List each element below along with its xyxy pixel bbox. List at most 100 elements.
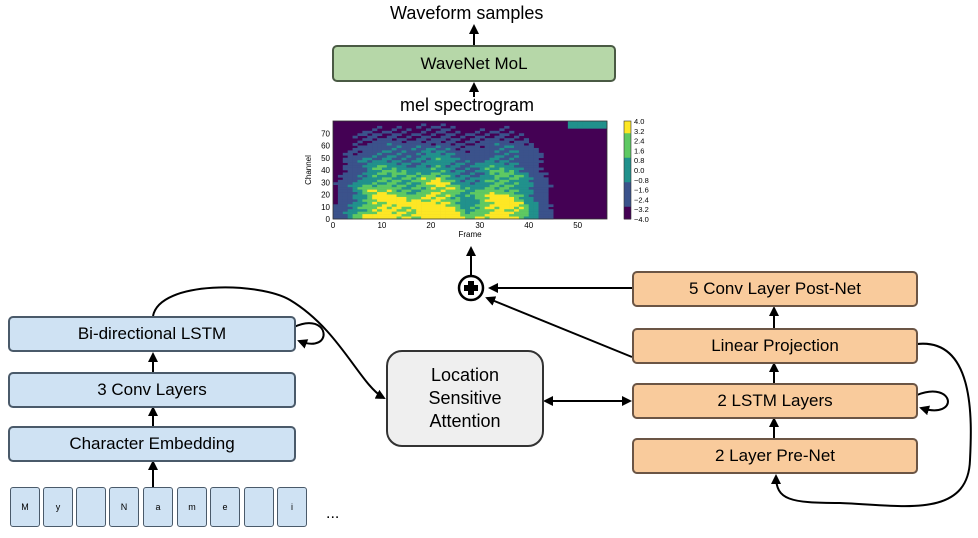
x-tick-label: 20 xyxy=(426,221,435,230)
colorbar-segment xyxy=(624,209,631,213)
y-tick-label: 50 xyxy=(321,154,330,163)
colorbar-segment xyxy=(624,199,631,203)
colorbar-segment xyxy=(624,201,631,205)
linear-projection-box: Linear Projection xyxy=(632,328,918,364)
colorbar-segment xyxy=(624,182,631,186)
colorbar-segment xyxy=(624,206,631,210)
ellipsis: ... xyxy=(326,505,340,522)
colorbar-tick-label: 0.0 xyxy=(634,166,644,175)
colorbar-segment xyxy=(624,147,631,151)
colorbar-segment xyxy=(624,167,631,171)
colorbar-segment xyxy=(624,187,631,191)
colorbar-segment xyxy=(624,150,631,154)
colorbar-segment xyxy=(624,196,631,200)
colorbar-segment xyxy=(624,165,631,169)
colorbar-tick-label: 1.6 xyxy=(634,146,644,155)
colorbar-tick-label: −1.6 xyxy=(634,186,649,195)
colorbar-segment xyxy=(624,138,631,142)
mel-spectrogram-label: mel spectrogram xyxy=(400,95,535,115)
colorbar-segment xyxy=(624,152,631,156)
colorbar-tick-label: −2.4 xyxy=(634,195,649,204)
colorbar-segment xyxy=(624,216,631,220)
colorbar-tick-label: −3.2 xyxy=(634,205,649,214)
attention-line-2: Sensitive xyxy=(428,388,502,408)
char-token: N xyxy=(109,487,139,527)
arrow-bilstm-recurrent-loop xyxy=(293,322,325,349)
colorbar-segment xyxy=(624,192,631,195)
colorbar-tick-label: 0.8 xyxy=(634,156,644,165)
conv-layers-box: 3 Conv Layers xyxy=(8,372,296,408)
spectrogram-cells xyxy=(333,121,608,220)
colorbar-segment xyxy=(624,179,631,183)
x-tick-label: 50 xyxy=(573,221,582,230)
colorbar-frame xyxy=(623,120,632,220)
colorbar-segment xyxy=(624,194,631,198)
y-tick-label: 30 xyxy=(321,178,330,187)
decoder-lstm-box: 2 LSTM Layers xyxy=(632,383,918,419)
colorbar-segment xyxy=(624,133,631,137)
colorbar-segment xyxy=(624,155,631,159)
char-token: y xyxy=(43,487,73,527)
y-tick-label: 70 xyxy=(321,129,330,138)
colorbar-segment xyxy=(624,214,631,218)
arrow-bilstm-to-attention xyxy=(152,286,386,399)
post-net-box: 5 Conv Layer Post-Net xyxy=(632,271,918,307)
colorbar-segment xyxy=(624,135,631,139)
colorbar-segment xyxy=(624,170,631,173)
x-tick-label: 30 xyxy=(475,221,484,230)
location-sensitive-attention-box: Location Sensitive Attention xyxy=(386,350,544,447)
colorbar-tick-label: −0.8 xyxy=(634,176,649,185)
colorbar-tick-label: 2.4 xyxy=(634,137,644,146)
x-tick-label: 40 xyxy=(524,221,533,230)
colorbar-segment xyxy=(624,211,631,215)
colorbar-segment xyxy=(624,157,631,161)
char-token: a xyxy=(143,487,173,527)
x-tick-label: 10 xyxy=(377,221,386,230)
colorbar-segment xyxy=(624,123,631,127)
colorbar-segment xyxy=(624,128,631,132)
colorbar-segment xyxy=(624,140,631,144)
colorbar-segment xyxy=(624,162,631,166)
y-tick-label: 20 xyxy=(321,191,330,200)
bi-directional-lstm-box: Bi-directional LSTM xyxy=(8,316,296,352)
attention-line-1: Location xyxy=(430,365,500,385)
wavenet-mol-box: WaveNet MoL xyxy=(332,45,616,82)
char-token xyxy=(244,487,274,527)
pre-net-box: 2 Layer Pre-Net xyxy=(632,438,918,474)
colorbar-segment xyxy=(624,204,631,208)
colorbar-segment xyxy=(624,125,631,129)
y-tick-label: 0 xyxy=(326,215,331,224)
char-token: m xyxy=(177,487,207,527)
y-axis-label: Channel xyxy=(304,155,313,185)
char-token xyxy=(76,487,106,527)
x-tick-label: 0 xyxy=(331,221,336,230)
character-embedding-box: Character Embedding xyxy=(8,426,296,462)
y-tick-label: 40 xyxy=(321,166,330,175)
colorbar-segment xyxy=(624,174,631,178)
char-token: M xyxy=(10,487,40,527)
colorbar-tick-label: 4.0 xyxy=(634,117,644,126)
colorbar-segment xyxy=(624,130,631,134)
colorbar-segment xyxy=(624,189,631,193)
arrow-linear-feedback-to-prenet xyxy=(771,342,972,508)
colorbar-segment xyxy=(624,172,631,176)
colorbar-tick-label: 3.2 xyxy=(634,127,644,136)
sum-node xyxy=(457,274,485,302)
waveform-samples-label: Waveform samples xyxy=(390,3,544,23)
colorbar-segment xyxy=(624,145,631,149)
colorbar-tick-label: −4.0 xyxy=(634,215,649,224)
char-token: e xyxy=(210,487,240,527)
colorbar-segment xyxy=(624,177,631,181)
colorbar-segment xyxy=(624,160,631,164)
colorbar-segment xyxy=(624,121,631,124)
colorbar-segment xyxy=(624,184,631,188)
char-token: i xyxy=(277,487,307,527)
spectrogram-frame xyxy=(332,120,608,220)
y-tick-label: 60 xyxy=(321,142,330,151)
attention-line-3: Attention xyxy=(429,411,501,431)
colorbar-segment xyxy=(624,143,631,146)
x-axis-label: Frame xyxy=(458,230,482,239)
arrow-linear-to-sum xyxy=(485,296,633,358)
